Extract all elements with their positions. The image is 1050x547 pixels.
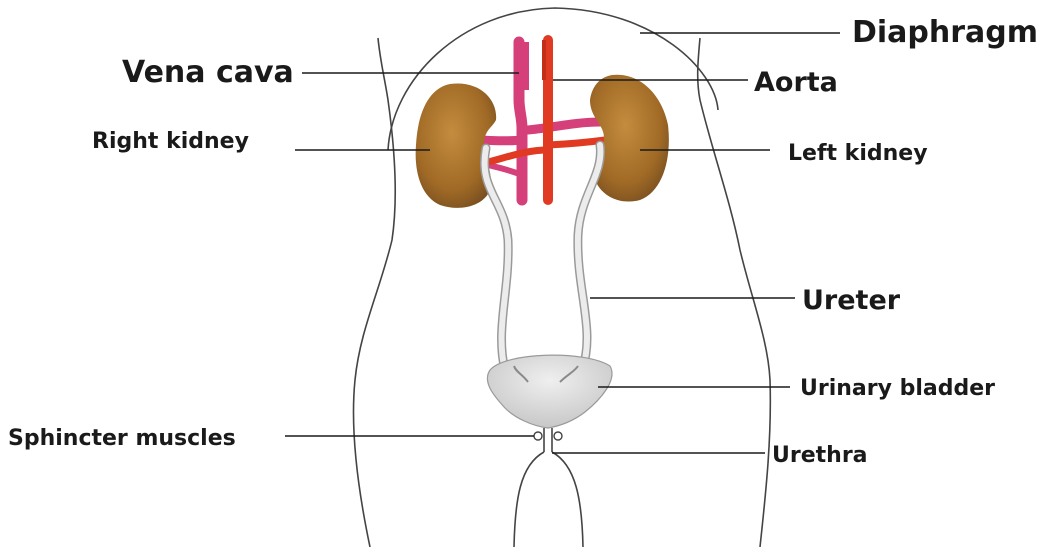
urinary-bladder-organ xyxy=(487,355,612,428)
urinary-bladder-label: Urinary bladder xyxy=(800,376,995,401)
urethra-tube xyxy=(514,428,583,547)
ureter-tubes xyxy=(485,145,601,386)
diaphragm-label: Diaphragm xyxy=(852,15,1038,50)
aorta-label: Aorta xyxy=(754,67,838,98)
vena-cava-label: Vena cava xyxy=(122,55,294,90)
left-kidney-label: Left kidney xyxy=(788,141,928,166)
urethra-label: Urethra xyxy=(772,443,868,468)
sphincter-muscles-label: Sphincter muscles xyxy=(8,426,236,451)
sphincter-muscles-organ xyxy=(534,432,562,440)
body-outline xyxy=(353,8,770,547)
ureter-label: Ureter xyxy=(802,285,901,316)
right-kidney-label: Right kidney xyxy=(92,129,249,154)
